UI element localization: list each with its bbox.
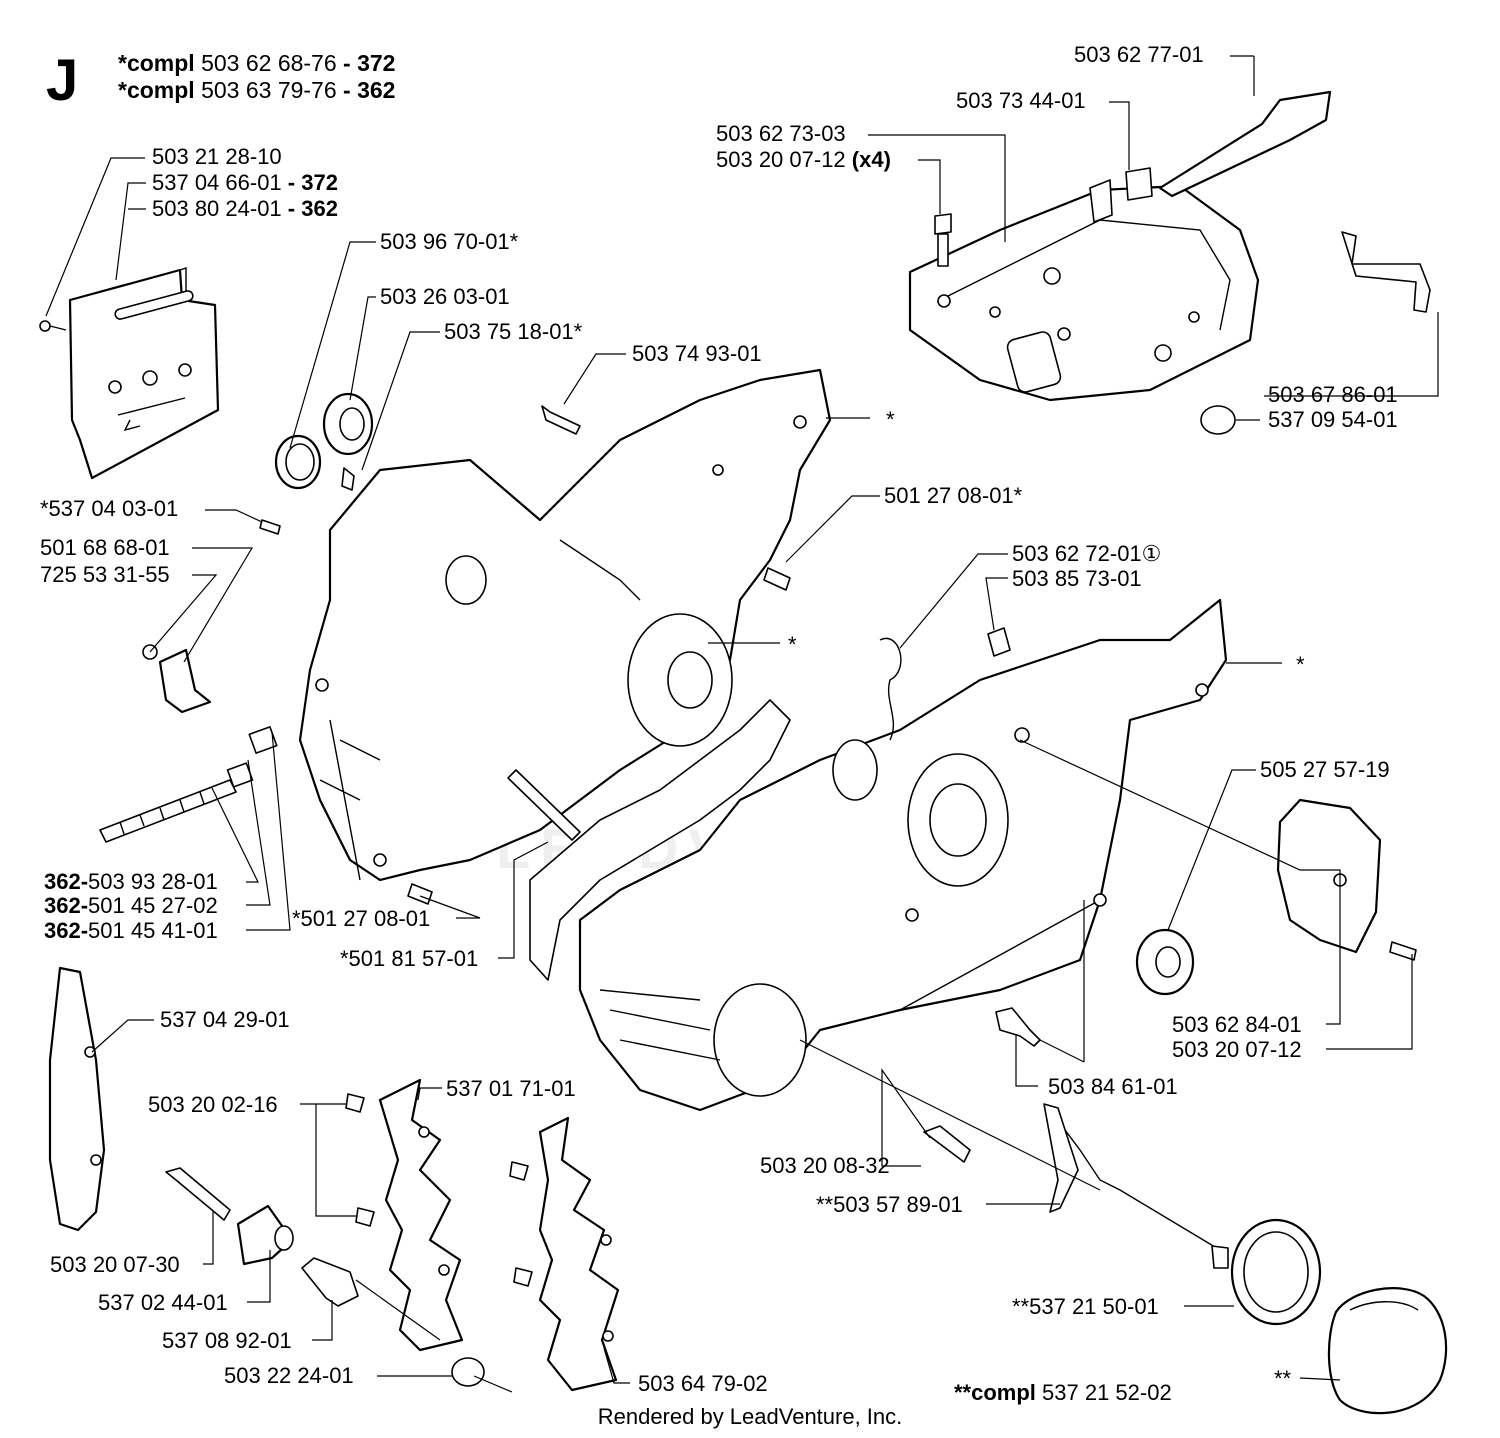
- label-503-26-03-01: 503 26 03-01: [380, 284, 510, 309]
- label-503-20-07-30: 503 20 07-30: [50, 1252, 180, 1277]
- label-503-20-07-12: 503 20 07-12: [1172, 1037, 1302, 1062]
- label-503-20-02-16: 503 20 02-16: [148, 1092, 278, 1117]
- hose-fitting: [1341, 231, 1431, 313]
- label-537-04-29-01: 537 04 29-01: [160, 1007, 290, 1032]
- label-501-27-08-01-star: 501 27 08-01*: [884, 483, 1023, 508]
- crankcase-right-half: [578, 598, 1228, 1112]
- label-725-53-31-55: 725 53 31-55: [40, 562, 170, 587]
- screw-small-1: [39, 320, 67, 332]
- label-503-21-28-10: 503 21 28-10: [152, 144, 282, 169]
- oil-cap: [1327, 1287, 1448, 1415]
- wire-clip: [879, 637, 902, 741]
- gasket: [529, 699, 791, 981]
- label-asterisk-2: *: [788, 632, 797, 657]
- label-537-21-50-01: **537 21 50-01: [1012, 1294, 1159, 1319]
- label-503-80-24-01: 503 80 24-01 - 362: [152, 196, 338, 221]
- tensioner-screw: [99, 726, 278, 843]
- bumper-screws: [345, 1093, 533, 1287]
- seal-ring: [274, 434, 322, 490]
- label-503-64-79-02: 503 64 79-02: [638, 1371, 768, 1396]
- oil-pickup-hose: [1043, 1103, 1229, 1269]
- label-537-04-03-01: *537 04 03-01: [40, 496, 178, 521]
- handle-arm: [1158, 90, 1332, 198]
- label-501-68-68-01: 501 68 68-01: [40, 535, 170, 560]
- catcher-bracket: [142, 644, 212, 714]
- label-501-81-57-01: *501 81 57-01: [340, 946, 478, 971]
- crankcase-left-half: [298, 368, 832, 882]
- label-asterisk-3: *: [1296, 652, 1305, 677]
- chain-guide-plate: [68, 267, 220, 480]
- side-cover: [1276, 798, 1382, 954]
- label-503-75-18-01: 503 75 18-01*: [444, 319, 583, 344]
- valve-84-61: [995, 1007, 1041, 1047]
- label-537-02-44-01: 537 02 44-01: [98, 1290, 228, 1315]
- label-503-20-07-12-x4: 503 20 07-12 (x4): [716, 147, 891, 172]
- label-362-501-45-27-02: 362-501 45 27-02: [44, 893, 218, 918]
- label-503-85-73-01: 503 85 73-01: [1012, 566, 1142, 591]
- label-503-67-86-01: 503 67 86-01: [1268, 382, 1398, 407]
- label-537-04-66-01: 537 04 66-01 - 372: [152, 170, 338, 195]
- label-362-501-45-41-01: 362-501 45 41-01: [44, 918, 218, 943]
- label-503-20-08-32: 503 20 08-32: [760, 1153, 890, 1178]
- ball-bearing: [322, 392, 374, 456]
- top-cover-housing: [908, 179, 1260, 402]
- label-537-01-71-01: 537 01 71-01: [446, 1076, 576, 1101]
- label-503-62-72-01: 503 62 72-01①: [1012, 541, 1161, 566]
- bolt-74-93: [541, 405, 581, 435]
- label-503-22-24-01: 503 22 24-01: [224, 1363, 354, 1388]
- screw-08-32: [923, 1125, 971, 1163]
- grommet-73-44: [1125, 167, 1153, 201]
- oil-seal: [1135, 928, 1195, 996]
- label-501-27-08-01: *501 27 08-01: [292, 906, 430, 931]
- bumper-spike-01-71: [378, 1078, 464, 1352]
- leader-lines: [45, 55, 1439, 1393]
- long-screw-07-30: [165, 1167, 231, 1221]
- section-letter: J: [46, 48, 79, 113]
- nut-22-24: [451, 1357, 485, 1387]
- label-503-62-84-01: 503 62 84-01: [1172, 1012, 1302, 1037]
- label-503-74-93-01: 503 74 93-01: [632, 341, 762, 366]
- screw-x4: [934, 213, 952, 267]
- dowel-small: [407, 883, 433, 905]
- dowel-27-08: [763, 567, 791, 591]
- label-503-96-70-01: 503 96 70-01*: [380, 229, 519, 254]
- label-asterisk-1: *: [886, 407, 895, 432]
- screw-07-12: [1389, 941, 1417, 961]
- pin-small: [341, 467, 355, 491]
- label-double-asterisk: **: [1274, 1366, 1292, 1391]
- compl-line-372: *compl 503 62 68-76 - 372: [118, 50, 396, 76]
- label-503-57-89-01: **503 57 89-01: [816, 1192, 963, 1217]
- label-503-62-77-01: 503 62 77-01: [1074, 42, 1204, 67]
- guide-plate-04-29: [48, 966, 106, 1232]
- label-537-08-92-01: 537 08 92-01: [162, 1328, 292, 1353]
- spring-pin: [507, 769, 581, 841]
- label-505-27-57-19: 505 27 57-19: [1260, 757, 1390, 782]
- label-503-84-61-01: 503 84 61-01: [1048, 1074, 1178, 1099]
- stud-08-92: [301, 1257, 359, 1307]
- pin-04-03: [259, 519, 281, 535]
- label-503-62-73-03: 503 62 73-03: [716, 121, 846, 146]
- spacer-02-44: [236, 1204, 294, 1266]
- compl-line-362: *compl 503 63 79-76 - 362: [118, 77, 396, 103]
- bumper-spike-64-79: [538, 1116, 620, 1392]
- sleeve-85-73: [987, 627, 1011, 657]
- cap-seal-21-50: [1230, 1218, 1322, 1326]
- footer-credit: Rendered by LeadVenture, Inc.: [597, 1404, 903, 1429]
- label-503-73-44-01: 503 73 44-01: [956, 88, 1086, 113]
- part-labels: 503 62 77-01 503 73 44-01 503 62 73-03 5…: [40, 42, 1398, 1405]
- plug-09-54: [1200, 405, 1236, 435]
- label-compl-537-21-52-02: **compl 537 21 52-02: [954, 1380, 1172, 1405]
- label-362-503-93-28-01: 362-503 93 28-01: [44, 869, 218, 894]
- label-537-09-54-01: 537 09 54-01: [1268, 407, 1398, 432]
